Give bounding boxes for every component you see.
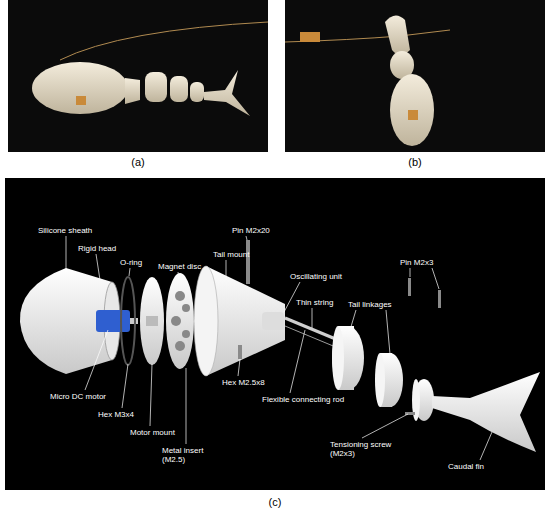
part-label: Pin M2x20: [232, 226, 270, 235]
photo-a: [8, 0, 268, 152]
part-label: Magnet disc: [158, 262, 201, 271]
part-label: Thin string: [296, 298, 333, 307]
part-label: Tail linkages: [348, 300, 392, 309]
panel-label: (b): [408, 156, 421, 169]
panel-label: (c): [269, 496, 282, 509]
part-label: Hex M2.5x8: [222, 378, 265, 387]
part-label: Flexible connecting rod: [262, 395, 346, 404]
part-label: Caudal fin: [448, 462, 484, 471]
panel-label: (a): [131, 156, 144, 169]
part-label: Rigid head: [78, 244, 116, 253]
part-label: Motor mount: [130, 428, 175, 437]
part-label: Silicone sheath: [38, 226, 92, 235]
part-label: Pin M2x3: [400, 258, 433, 267]
part-label: Metal insert (M2.5): [162, 446, 218, 464]
photo-b: [285, 0, 545, 152]
part-label: Tensioning screw (M2x3): [330, 440, 406, 458]
leader-lines: [66, 236, 492, 460]
part-label: Tail mount: [213, 250, 249, 259]
part-label: Micro DC motor: [50, 392, 106, 401]
part-label: Oscillating unit: [290, 272, 342, 281]
part-label: O-ring: [120, 258, 142, 267]
exploded-view: [5, 178, 545, 490]
part-label: Hex M3x4: [98, 410, 134, 419]
